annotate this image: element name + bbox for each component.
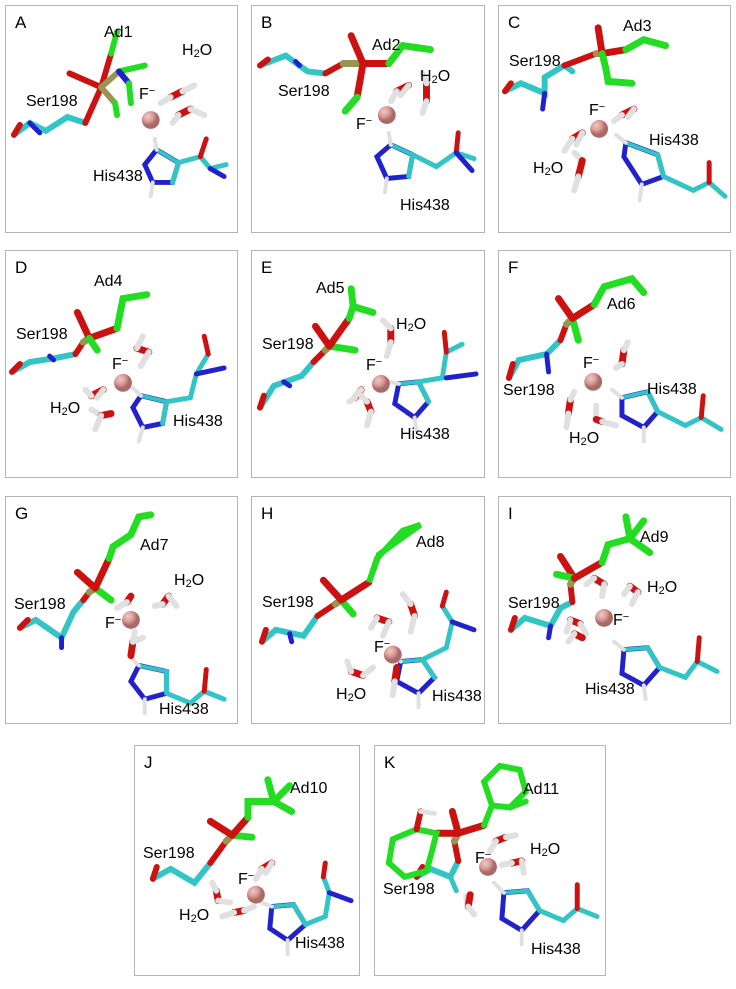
- his438-label: His438: [585, 681, 635, 698]
- adduct-label: Ad4: [94, 273, 123, 290]
- water-label: H2O: [530, 841, 561, 859]
- panel-b-structure: [256, 32, 477, 195]
- water-label: H2O: [533, 160, 564, 178]
- fluoride-sphere: [383, 645, 402, 664]
- panel-letter: I: [508, 504, 513, 523]
- panel-letter: E: [261, 258, 273, 277]
- adduct-label: Ad3: [623, 18, 652, 35]
- panel-k-structure: [385, 762, 600, 947]
- adduct-label: Ad1: [104, 24, 133, 41]
- panel-j: J Ad10 Ser198 His438 H2O F−: [134, 745, 360, 976]
- his438-label: His438: [159, 701, 209, 718]
- panel-g: G Ad7 Ser198 His438 H2O F−: [5, 496, 238, 724]
- ser198-label: Ser198: [383, 881, 435, 898]
- panel-c-structure: [501, 24, 728, 203]
- adduct-label: Ad9: [640, 529, 669, 546]
- panel-f: F Ad6 Ser198 His438 H2O F−: [498, 250, 731, 478]
- fluoride-sphere: [595, 609, 614, 627]
- adduct-label: Ad6: [607, 296, 636, 313]
- water-label: H2O: [182, 42, 213, 60]
- fluoride-label: F−: [112, 355, 129, 373]
- panel-j-structure: [149, 776, 354, 957]
- his438-label: His438: [93, 168, 143, 185]
- fluoride-label: F−: [583, 354, 600, 372]
- his438-label: His438: [400, 197, 450, 214]
- fluoride-label: F−: [356, 115, 373, 133]
- water-label: H2O: [569, 430, 600, 448]
- adduct-label: Ad10: [290, 780, 328, 797]
- panel-letter: H: [261, 504, 274, 523]
- fluoride-sphere: [247, 885, 265, 904]
- panel-a-structure: [10, 28, 229, 199]
- ser198-label: Ser198: [143, 845, 195, 862]
- his438-label: His438: [400, 426, 450, 443]
- panel-letter: K: [384, 753, 396, 772]
- fluoride-label: F−: [589, 101, 606, 119]
- ser198-label: Ser198: [278, 83, 330, 100]
- fluoride-sphere: [479, 858, 497, 876]
- ser198-label: Ser198: [14, 596, 66, 613]
- panel-h-structure: [258, 521, 477, 710]
- water-label: H2O: [647, 579, 678, 597]
- his438-label: His438: [531, 941, 581, 958]
- panel-h: H Ad8 Ser198 His438 H2O F−: [251, 496, 485, 724]
- water-label: H2O: [50, 400, 81, 418]
- fluoride-sphere: [141, 111, 160, 129]
- his438-label: His438: [649, 132, 699, 149]
- fluoride-label: F−: [374, 638, 391, 656]
- panel-i: I Ad9 Ser198 His438 H2O F−: [498, 496, 731, 724]
- panel-b: B Ad2 Ser198 His438 H2O F−: [251, 5, 485, 233]
- panel-a: A Ad1 Ser198 His438 H2O F−: [5, 5, 238, 233]
- ser198-label: Ser198: [503, 382, 555, 399]
- ser198-label: Ser198: [262, 336, 314, 353]
- panel-i-structure: [507, 513, 720, 702]
- fluoride-sphere: [584, 372, 603, 391]
- fluoride-sphere: [371, 374, 390, 393]
- water-label: H2O: [420, 68, 451, 86]
- ser198-label: Ser198: [509, 53, 561, 70]
- water-label: H2O: [336, 686, 367, 704]
- fluoride-sphere: [590, 119, 609, 138]
- panel-c: C Ad3 Ser198 His438 H2O F−: [498, 5, 731, 233]
- fluoride-label: F−: [366, 356, 383, 374]
- panel-e-structure: [256, 285, 479, 434]
- adduct-label: Ad7: [140, 537, 169, 554]
- ser198-label: Ser198: [508, 595, 560, 612]
- panel-d-structure: [8, 291, 227, 444]
- panel-letter: F: [508, 258, 519, 277]
- panel-letter: D: [15, 258, 28, 277]
- adduct-label: Ad2: [372, 37, 401, 54]
- fluoride-label: F−: [139, 85, 156, 103]
- ser198-label: Ser198: [16, 326, 68, 343]
- panel-d: D Ad4 Ser198 His438 H2O F−: [5, 250, 238, 478]
- fluoride-sphere: [377, 106, 396, 124]
- panel-letter: J: [144, 753, 153, 772]
- fluoride-label: F−: [475, 849, 492, 867]
- panel-letter: C: [508, 13, 521, 32]
- water-label: H2O: [396, 316, 427, 334]
- his438-label: His438: [647, 381, 697, 398]
- adduct-label: Ad5: [316, 280, 345, 297]
- fluoride-sphere: [114, 373, 132, 392]
- water-label: H2O: [174, 572, 205, 590]
- ser198-label: Ser198: [262, 594, 314, 611]
- fluoride-label: F−: [105, 614, 122, 632]
- panel-f-structure: [505, 274, 724, 444]
- panel-letter: A: [15, 13, 27, 32]
- adduct-label: Ad8: [416, 534, 445, 551]
- fluoride-label: F−: [238, 870, 255, 888]
- panel-e: E Ad5 Ser198 His438 H2O F−: [251, 250, 485, 478]
- his438-label: His438: [432, 688, 482, 705]
- fluoride-sphere: [121, 610, 140, 629]
- his438-label: His438: [173, 413, 223, 430]
- his438-label: His438: [295, 935, 345, 952]
- panel-k: K Ad11 Ser198 His438 H2O F−: [374, 745, 606, 976]
- water-label: H2O: [179, 907, 210, 925]
- panel-letter: G: [15, 504, 29, 523]
- fluoride-label: F−: [613, 611, 630, 629]
- panel-letter: B: [261, 13, 273, 32]
- panel-g-structure: [16, 511, 227, 716]
- adduct-label: Ad11: [523, 781, 560, 798]
- ser198-label: Ser198: [26, 93, 78, 110]
